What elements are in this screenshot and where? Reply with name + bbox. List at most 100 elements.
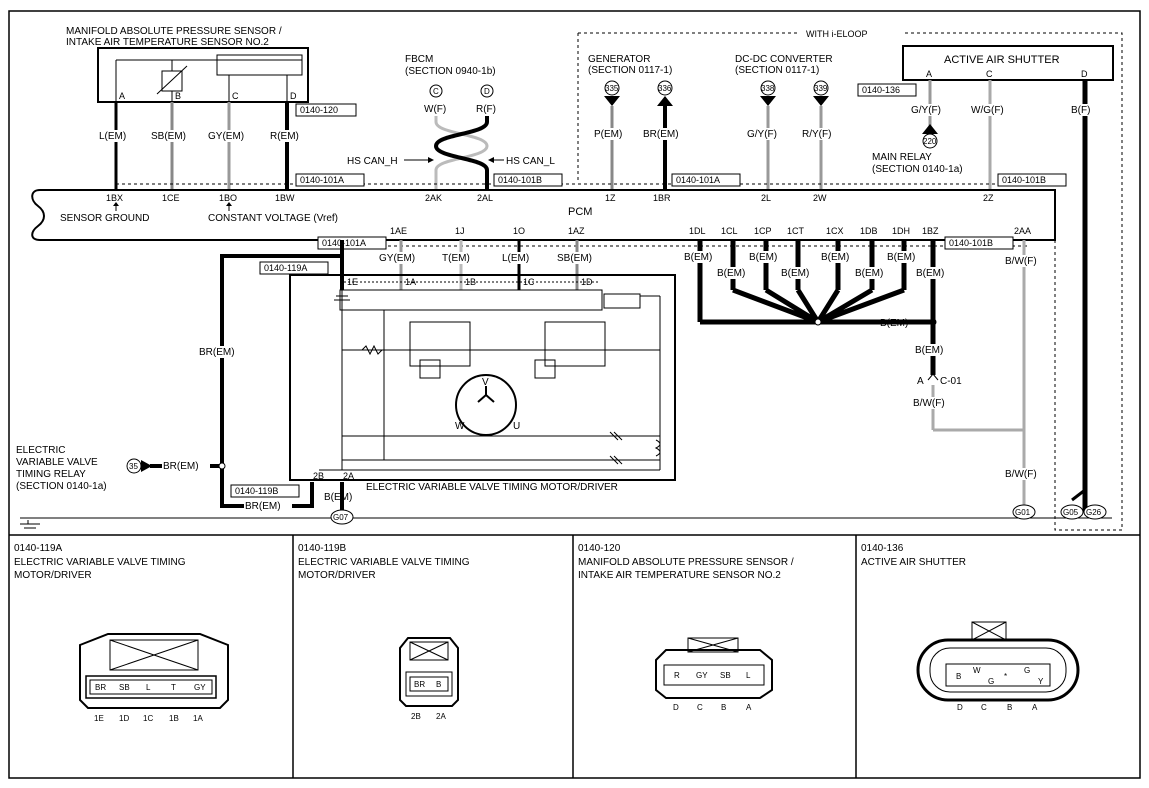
wire-g01-label: B/W(F) (1005, 469, 1037, 480)
joint-wire-bw: B/W(F) (913, 398, 945, 409)
dcdc-ref-338: 338 (761, 84, 775, 93)
generator-wire-br: BR(EM) (643, 129, 679, 140)
pcm-pin-1ce: 1CE (162, 193, 180, 203)
ground-g07: G07 (333, 513, 349, 522)
relay-line-1: ELECTRIC (16, 445, 65, 456)
generator-section: (SECTION 0117-1) (588, 65, 672, 76)
sensor-wire-r: R(EM) (270, 131, 299, 142)
motor-pin-2a: 2A (343, 471, 354, 481)
view4-pin-3: A (1032, 703, 1038, 712)
generator-wire-p: P(EM) (594, 129, 622, 140)
br-em-bottom: BR(EM) (245, 501, 281, 512)
gnd-wire-1dl: B(EM) (684, 252, 712, 263)
pcm-top-connector-b-right: 0140-101B (1002, 175, 1046, 185)
pcm-pin-1cx: 1CX (826, 226, 844, 236)
sensor-title-1: MANIFOLD ABSOLUTE PRESSURE SENSOR / (66, 26, 282, 37)
relay-line-3: TIMING RELAY (16, 469, 86, 480)
pcm-pin-1bw: 1BW (275, 193, 295, 203)
view1-cell-0: BR (95, 683, 106, 692)
view3-line2: INTAKE AIR TEMPERATURE SENSOR NO.2 (578, 570, 781, 581)
view4-pin-2: B (1007, 703, 1012, 712)
sensor-title-2: INTAKE AIR TEMPERATURE SENSOR NO.2 (66, 37, 269, 48)
vref-label: CONSTANT VOLTAGE (Vref) (208, 213, 338, 224)
motor-pin-2b: 2B (313, 471, 324, 481)
pcm-top-connector-b-left: 0140-101B (498, 175, 542, 185)
motor-pin-1a: 1A (405, 277, 416, 287)
pcm-pin-1bz: 1BZ (922, 226, 939, 236)
fbcm: FBCM (SECTION 0940-1b) C D W(F) R(F) HS … (347, 54, 555, 192)
shutter-pin-c: C (986, 69, 993, 79)
fbcm-wire-w: W(F) (424, 104, 446, 115)
pcm-pin-2l: 2L (761, 193, 771, 203)
pcm-pin-1z: 1Z (605, 193, 616, 203)
relay-ref: 35 (129, 462, 138, 471)
view1-pin-1: 1D (119, 714, 129, 723)
view4-cell-1: W (973, 666, 981, 675)
view3-cell-1: GY (696, 671, 708, 680)
ground-g01: G01 (1015, 508, 1031, 517)
motor-pin-1e: 1E (347, 277, 358, 287)
view3-pin-2: B (721, 703, 726, 712)
shutter-wire-b: B(F) (1071, 105, 1090, 116)
view3-cell-3: L (746, 671, 751, 680)
main-relay-ref: 220 (923, 137, 937, 146)
connector-views: 0140-119A ELECTRIC VARIABLE VALVE TIMING… (14, 535, 1080, 778)
motor-connector-b: 0140-119B (235, 486, 278, 496)
view1-cell-4: GY (194, 683, 206, 692)
ieloop-label: WITH i-ELOOP (806, 29, 868, 39)
gnd-wire-1db: B(EM) (855, 268, 883, 279)
view1-cell-3: T (171, 683, 176, 692)
shutter-pin-d: D (1081, 69, 1088, 79)
map-iat-sensor: MANIFOLD ABSOLUTE PRESSURE SENSOR / INTA… (66, 26, 357, 117)
sensor-ground-label: SENSOR GROUND (60, 213, 149, 224)
sensor-wire-sb: SB(EM) (151, 131, 186, 142)
view2-pin-1: 2A (436, 712, 446, 721)
sensor-pin-d: D (290, 91, 297, 101)
sensor-pin-a: A (119, 91, 125, 101)
generator-title: GENERATOR (588, 54, 650, 65)
view1-pin-0: 1E (94, 714, 104, 723)
view3-pin-3: A (746, 703, 752, 712)
motor-pin-1b: 1B (465, 277, 476, 287)
generator: GENERATOR (SECTION 0117-1) 335 336 P(EM)… (588, 54, 688, 192)
view3-line1: MANIFOLD ABSOLUTE PRESSURE SENSOR / (578, 557, 794, 568)
view2-line2: MOTOR/DRIVER (298, 570, 376, 581)
ground-g05: G05 (1063, 508, 1079, 517)
shutter-pin-a: A (926, 69, 932, 79)
gnd-wire-1bz: B(EM) (916, 268, 944, 279)
pcm-pin-2ak: 2AK (425, 193, 442, 203)
view1-line1: ELECTRIC VARIABLE VALVE TIMING (14, 557, 186, 568)
pcm-pin-1cp: 1CP (754, 226, 772, 236)
active-air-shutter: ACTIVE AIR SHUTTER A C D 0140-136 G/Y(F)… (857, 45, 1114, 512)
view4-pin-0: D (957, 703, 963, 712)
motor-signal-wires: GY(EM) T(EM) L(EM) SB(EM) (378, 240, 602, 290)
sensor-pin-c: C (232, 91, 239, 101)
sensor-wires: L(EM) SB(EM) GY(EM) R(EM) (98, 102, 307, 192)
gnd-bundle-label: B(EM) (880, 318, 908, 329)
generator-ref-335: 335 (605, 84, 619, 93)
pcm-wire-t: T(EM) (442, 253, 470, 264)
ground-bus: G07 G01 G05 G26 (20, 488, 1112, 529)
dcdc-wire-gy: G/Y(F) (747, 129, 777, 140)
motor-pin-1c: 1C (523, 277, 535, 287)
pcm-pin-1cl: 1CL (721, 226, 738, 236)
pcm-pin-1dh: 1DH (892, 226, 910, 236)
wire-2aa: B/W(F) B/W(F) (1004, 240, 1046, 508)
gnd-wire-1dh: B(EM) (887, 252, 915, 263)
sensor-connector-code: 0140-120 (300, 105, 338, 115)
evvt-relay: ELECTRIC VARIABLE VALVE TIMING RELAY (SE… (16, 445, 152, 492)
fbcm-pin-d: D (484, 87, 490, 96)
dcdc-ref-339: 339 (814, 84, 828, 93)
ieloop-group: WITH i-ELOOP (577, 29, 1123, 531)
view4-line1: ACTIVE AIR SHUTTER (861, 557, 966, 568)
dcdc-title: DC-DC CONVERTER (735, 54, 833, 65)
view4-cell-5: Y (1038, 677, 1044, 686)
pcm-pin-1o: 1O (513, 226, 525, 236)
view2-line1: ELECTRIC VARIABLE VALVE TIMING (298, 557, 470, 568)
view3-pin-1: C (697, 703, 703, 712)
pcm-label: PCM (568, 206, 592, 218)
dcdc-converter: DC-DC CONVERTER (SECTION 0117-1) 338 339… (735, 54, 843, 192)
fbcm-wire-r: R(F) (476, 104, 496, 115)
sensor-pin-b: B (175, 91, 181, 101)
gnd-wire-1cx: B(EM) (821, 252, 849, 263)
